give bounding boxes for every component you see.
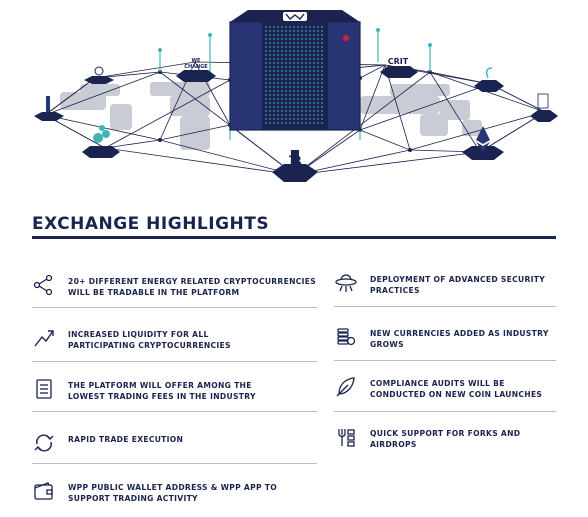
divider <box>32 361 317 362</box>
title-underline <box>32 236 556 239</box>
divider <box>32 307 317 308</box>
top-left-platform: WE CHANGE <box>176 58 216 82</box>
highlight-item: 20+ DIFFERENT ENERGY RELATED CRYPTOCURRE… <box>32 274 322 298</box>
highlight-text: COMPLIANCE AUDITS WILL BE CONDUCTED ON N… <box>370 379 543 399</box>
divider <box>334 360 556 361</box>
trend-line-icon <box>34 330 54 347</box>
left-platform-1 <box>34 96 64 121</box>
highlight-item: RAPID TRADE EXECUTION <box>32 434 322 455</box>
divider <box>32 463 317 464</box>
ledger-icon <box>36 379 52 399</box>
crit-logo: CRIT <box>388 57 409 66</box>
hero-illustration: ₿ WE CHANGE CRIT <box>34 10 558 182</box>
highlight-text: INCREASED LIQUIDITY FOR ALL PARTICIPATIN… <box>68 330 231 350</box>
network-nodes-icon <box>33 274 53 296</box>
left-platform-3 <box>84 66 114 84</box>
right-platform-2 <box>530 93 558 122</box>
bitcoin-platform: ₿ <box>272 150 318 182</box>
bulb-icon <box>46 96 50 112</box>
highlight-item: QUICK SUPPORT FOR FORKS AND AIRDROPS <box>334 428 564 450</box>
coin-stack-icon <box>337 328 356 346</box>
highlight-item: INCREASED LIQUIDITY FOR ALL PARTICIPATIN… <box>32 329 322 351</box>
highlight-text: RAPID TRADE EXECUTION <box>68 435 184 444</box>
section-title: EXCHANGE HIGHLIGHTS <box>32 214 270 234</box>
highlight-text: NEW CURRENCIES ADDED AS INDUSTRY GROWS <box>370 329 549 349</box>
highlight-item: WPP PUBLIC WALLET ADDRESS & WPP APP TO S… <box>32 482 322 504</box>
server-lights <box>265 26 323 126</box>
wallet-icon <box>34 482 53 500</box>
feather-icon <box>336 377 355 397</box>
highlight-item: COMPLIANCE AUDITS WILL BE CONDUCTED ON N… <box>334 377 564 400</box>
ethereum-icon <box>476 126 490 144</box>
document-icon <box>537 93 549 109</box>
highlight-text: QUICK SUPPORT FOR FORKS AND AIRDROPS <box>370 429 521 449</box>
refresh-icon <box>34 434 54 452</box>
highlight-item: DEPLOYMENT OF ADVANCED SECURITY PRACTICE… <box>334 274 564 296</box>
we-change-logo: WE <box>192 58 202 64</box>
right-platform-1 <box>474 67 504 92</box>
highlight-text: THE PLATFORM WILL OFFER AMONG THE LOWEST… <box>68 381 256 401</box>
ufo-icon <box>335 274 357 292</box>
wpp-logo-badge <box>283 12 307 21</box>
highlight-text: WPP PUBLIC WALLET ADDRESS & WPP APP TO S… <box>68 483 278 503</box>
leaf-icon <box>485 67 493 79</box>
worker-icon <box>93 133 103 143</box>
coin-platforms: ₿ WE CHANGE CRIT <box>34 57 558 182</box>
highlight-item: NEW CURRENCIES ADDED AS INDUSTRY GROWS <box>334 328 564 350</box>
divider <box>32 411 317 412</box>
top-right-platform: CRIT <box>380 57 418 78</box>
highlight-text: 20+ DIFFERENT ENERGY RELATED CRYPTOCURRE… <box>68 277 316 297</box>
bitcoin-icon: ₿ <box>288 152 302 172</box>
highlight-text: DEPLOYMENT OF ADVANCED SECURITY PRACTICE… <box>370 275 546 295</box>
world-map <box>60 82 482 150</box>
left-platform-2 <box>82 125 120 158</box>
ethereum-platform <box>462 126 504 160</box>
red-indicator <box>343 35 349 41</box>
fork-icon <box>338 429 355 447</box>
highlight-item: THE PLATFORM WILL OFFER AMONG THE LOWEST… <box>32 379 322 402</box>
server-tower <box>229 10 361 131</box>
svg-text:CHANGE: CHANGE <box>184 64 208 70</box>
wind-turbine-icon <box>94 66 104 76</box>
divider <box>334 306 556 307</box>
divider <box>334 411 556 412</box>
